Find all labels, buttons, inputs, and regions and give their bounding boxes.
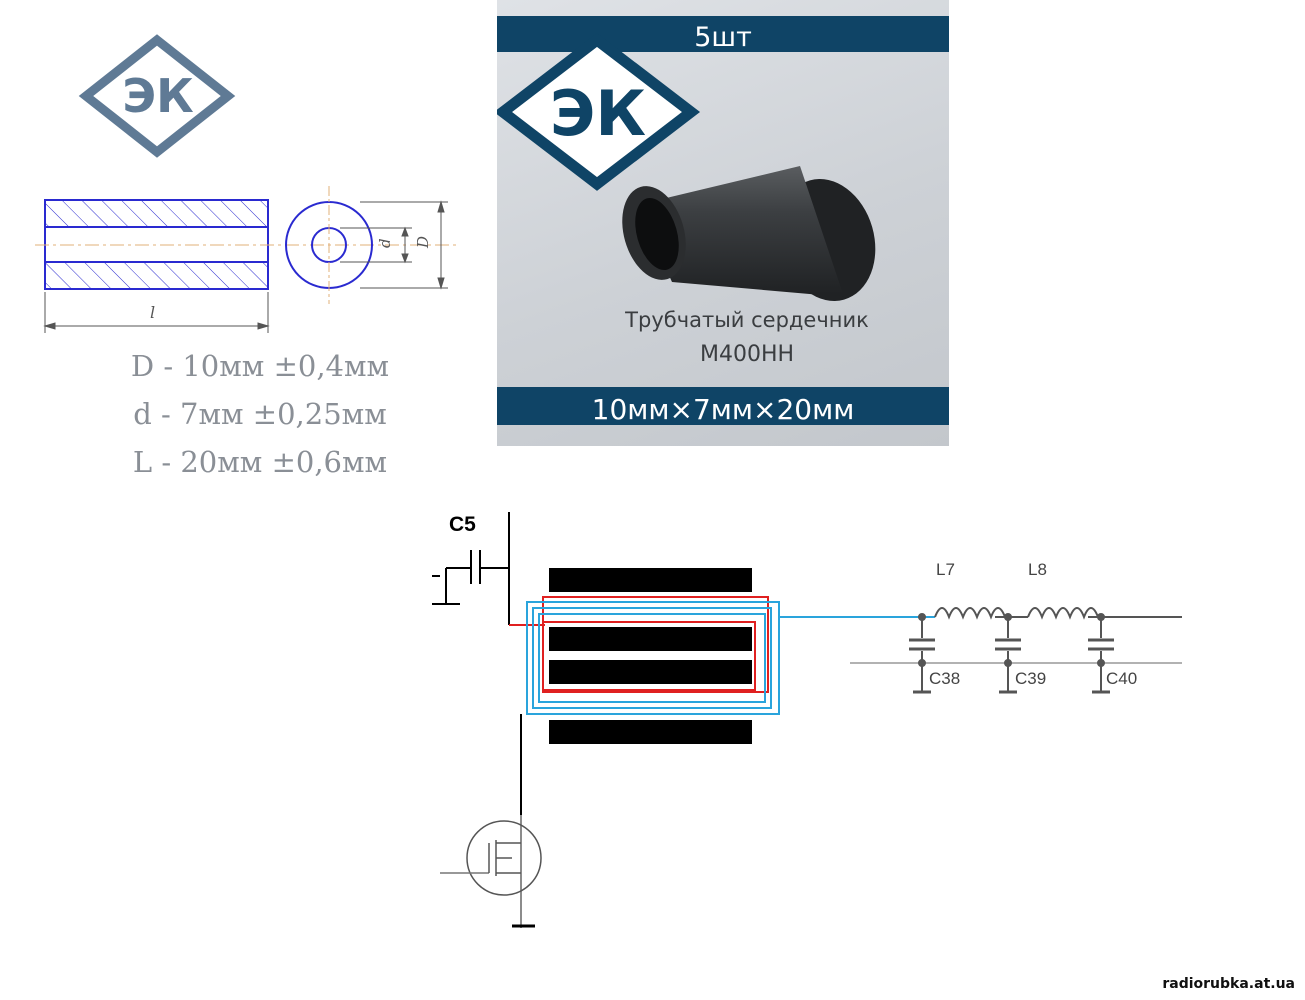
product-photo: 5шт ЭК Трубчатый сердечник М400НН 10мм×7…	[497, 0, 949, 446]
windings	[526, 596, 910, 715]
inductor-label-l8: L8	[1028, 560, 1047, 579]
inner-diameter-label: d	[376, 238, 394, 248]
mosfet	[440, 714, 542, 928]
watermark: radiorubka.at.ua	[1162, 976, 1295, 992]
photo-logo: ЭК	[497, 33, 701, 191]
dimension-inner: d - 7мм ±0,25мм	[133, 397, 387, 431]
ferrite-tube	[622, 166, 876, 301]
dimension-outer: D - 10мм ±0,4мм	[130, 349, 390, 383]
photo-logo-text: ЭК	[550, 77, 646, 150]
size-band: 10мм×7мм×20мм	[497, 387, 949, 426]
length-label: l	[150, 303, 155, 322]
ferrite-cores	[549, 568, 752, 744]
side-section-view	[35, 199, 458, 290]
end-view	[285, 186, 373, 304]
lc-filter	[847, 607, 1182, 694]
dimension-lines	[43, 200, 448, 333]
core-drawing: ЭК d D l	[35, 34, 458, 333]
capacitor-label-c38: C38	[929, 669, 960, 688]
capacitor-label-c39: C39	[1015, 669, 1046, 688]
capacitor-label-c40: C40	[1106, 669, 1137, 688]
photo-caption-title: Трубчатый сердечник	[625, 308, 869, 332]
size-text: 10мм×7мм×20мм	[591, 393, 855, 426]
ek-logo: ЭК	[78, 34, 236, 158]
photo-graphics: ЭК	[497, 33, 876, 301]
dimension-length: L - 20мм ±0,6мм	[132, 445, 388, 479]
quantity-text: 5шт	[694, 22, 752, 53]
logo-text: ЭК	[122, 69, 193, 123]
capacitor-c5	[432, 512, 545, 626]
c5-label: C5	[449, 513, 476, 536]
photo-caption-model: М400НН	[699, 342, 795, 367]
quantity-band: 5шт	[497, 16, 949, 53]
outer-diameter-label: D	[414, 236, 432, 249]
inductor-label-l7: L7	[936, 560, 955, 579]
